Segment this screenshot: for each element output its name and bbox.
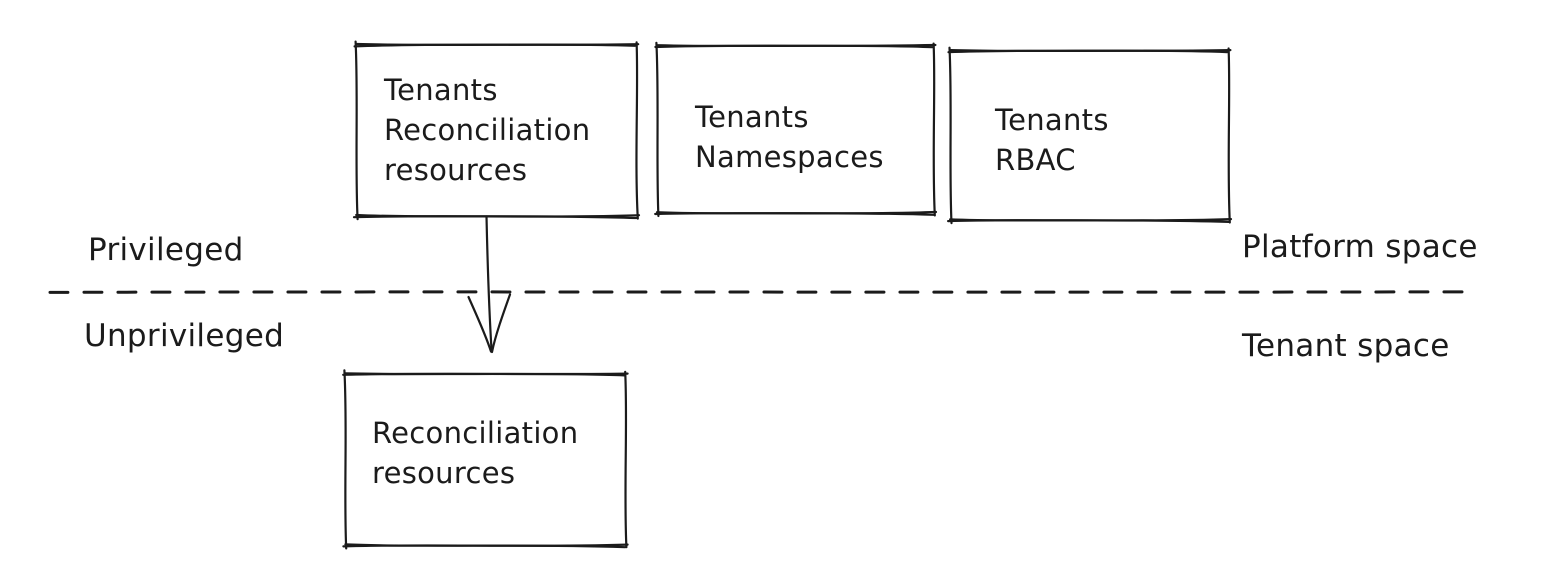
arrowhead-right <box>490 293 512 354</box>
tenant-space-label: Tenant space <box>1242 328 1450 364</box>
arrowhead-left <box>467 295 493 353</box>
platform-space-label: Platform space <box>1242 229 1478 265</box>
sketch-box-border <box>342 369 629 550</box>
node-label: Tenants RBAC <box>995 103 1109 177</box>
node-tenants-rbac: Tenants RBAC <box>947 46 1233 225</box>
unprivileged-label: Unprivileged <box>84 318 285 354</box>
privileged-label: Privileged <box>88 232 244 268</box>
sketch-box-border <box>352 40 641 221</box>
node-reconciliation-resources: Reconciliation resources <box>342 369 629 550</box>
node-label: Tenants Namespaces <box>695 100 884 174</box>
node-tenants-namespaces: Tenants Namespaces <box>654 41 938 218</box>
sketch-box-border <box>947 46 1233 225</box>
node-label: Tenants Reconciliation resources <box>384 73 591 187</box>
node-tenants-reconciliation-resources: Tenants Reconciliation resources <box>352 40 641 221</box>
arrow-shaft <box>485 215 493 351</box>
node-label: Reconciliation resources <box>372 416 579 490</box>
sketch-box-border <box>654 41 938 218</box>
privilege-boundary-dashed-line <box>48 290 1472 294</box>
